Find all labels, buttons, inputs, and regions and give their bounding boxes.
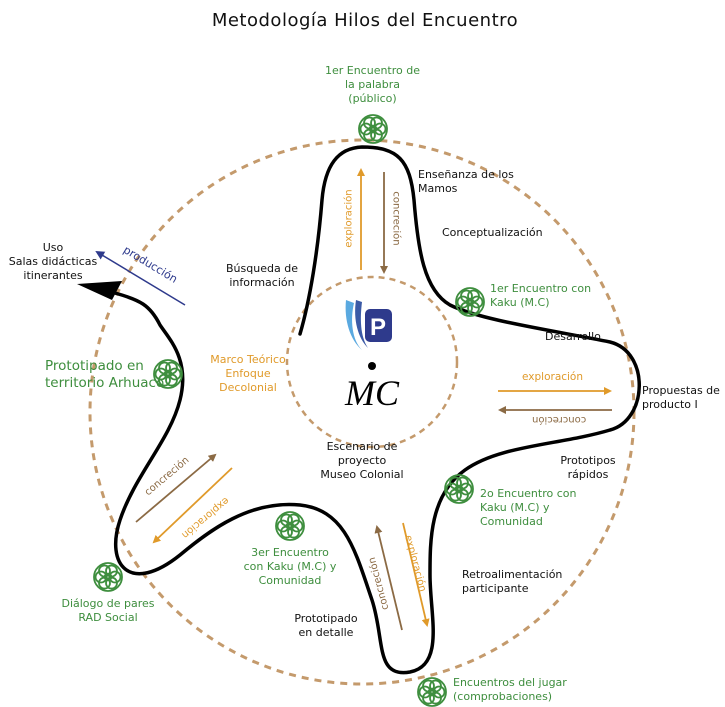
- monogram-icon: MC: [344, 362, 400, 413]
- knot-icon: [275, 511, 305, 541]
- inner-dashed-circle: [285, 275, 459, 449]
- left-exploracion-arrow: [152, 467, 233, 544]
- logo-icon: P: [345, 300, 392, 350]
- monogram-text: MC: [344, 373, 400, 413]
- top-concrecion-label: concreción: [390, 191, 402, 246]
- right-exploracion-label: exploración: [522, 371, 584, 383]
- label-desarrollo: Desarrollo: [545, 330, 601, 343]
- knot-icon: [455, 287, 485, 317]
- bottom-concrecion-arrow: [374, 525, 403, 631]
- knot-icon: [417, 677, 447, 707]
- thread-arrowhead: [77, 281, 122, 300]
- produccion-arrow: [95, 250, 186, 306]
- right-concrecion-label: concreción: [532, 414, 587, 425]
- label-conceptualizacion: Conceptualización: [442, 226, 543, 239]
- left-concrecion-arrow: [135, 453, 217, 523]
- knot-icon: [93, 562, 123, 592]
- knot-icon: [358, 114, 388, 144]
- thread-path: [113, 145, 641, 675]
- bottom-exploracion-arrow: [402, 522, 430, 627]
- logo-letter: P: [370, 314, 386, 341]
- diagram-title: Metodología Hilos del Encuentro: [211, 10, 519, 31]
- knot-icon: [153, 359, 183, 389]
- label-encuentros-jugar: Encuentros del jugar(comprobaciones): [453, 676, 567, 703]
- top-exploracion-label: exploración: [343, 189, 355, 248]
- knot-icon: [444, 474, 474, 504]
